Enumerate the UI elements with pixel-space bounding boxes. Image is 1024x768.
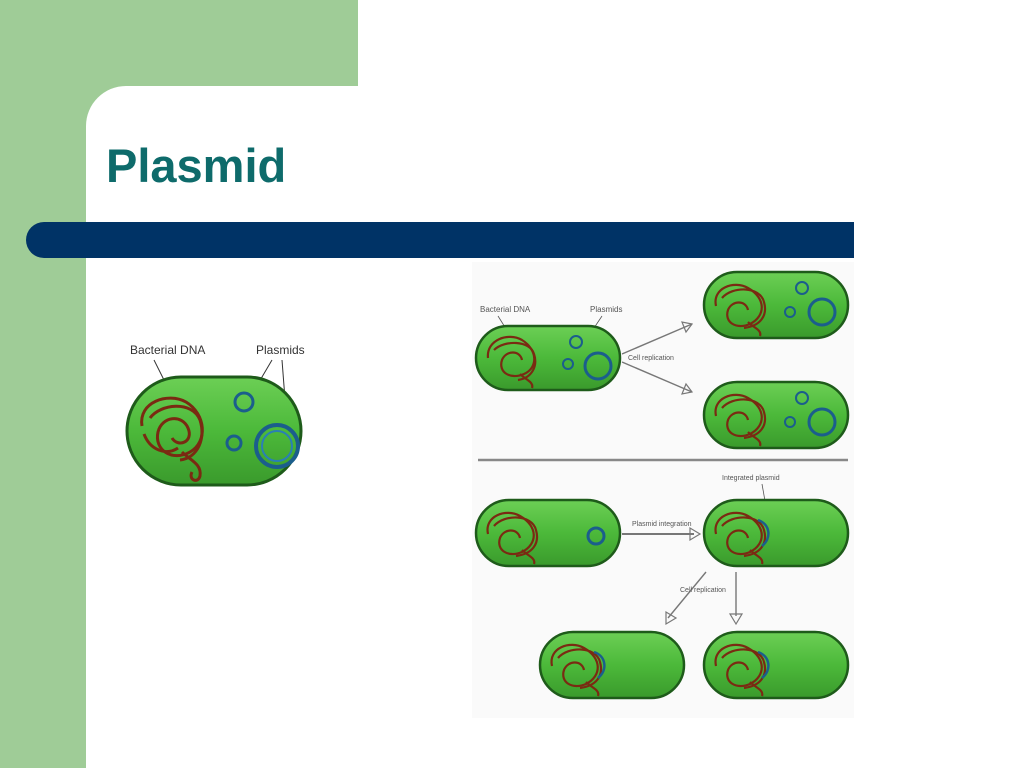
plasmid-large-outer (254, 423, 300, 469)
daughter-cell-bottom-1 (538, 630, 686, 700)
plasmid-small-top (233, 391, 255, 413)
arrowhead-replication-right (728, 613, 744, 626)
arrowhead-plasmid-integration (689, 526, 702, 542)
arrowhead-replication-up (681, 321, 694, 334)
label-bacterial-dna-small: Bacterial DNA (480, 305, 531, 314)
daughter-cell-top-1 (702, 270, 850, 340)
daughter-cell-bottom-2 (702, 630, 850, 700)
parent-cell-top (474, 324, 622, 392)
arrow-replication-up (621, 323, 693, 355)
arrowhead-replication-down (681, 382, 694, 395)
cell-after-integration (702, 498, 850, 568)
arrow-replication-left (667, 571, 707, 619)
arrow-replication-down (621, 361, 693, 393)
slide-title: Plasmid (106, 139, 287, 192)
label-plasmid-integration: Plasmid integration (632, 521, 692, 528)
plasmid-replication-integration-diagram: Bacterial DNA Plasmids Cell replication (472, 262, 854, 718)
label-cell-replication-bottom: Cell replication (680, 587, 726, 594)
label-plasmids: Plasmids (256, 343, 305, 357)
daughter-cell-top-2 (702, 380, 850, 450)
label-bacterial-dna: Bacterial DNA (130, 343, 205, 357)
plasmid-large-inner (261, 430, 293, 462)
bacterium-plasmid-diagram: Bacterial DNA Plasmids (125, 343, 305, 487)
label-cell-replication-top: Cell replication (628, 355, 674, 362)
label-plasmids-small: Plasmids (590, 305, 622, 314)
title-divider-bar (26, 222, 854, 258)
label-integrated-plasmid: Integrated plasmid (722, 475, 780, 482)
plasmid-small-bottom (225, 434, 243, 452)
cell-before-integration (474, 498, 622, 568)
bacterial-dna-coil (140, 396, 204, 482)
arrowhead-replication-left (665, 610, 678, 626)
